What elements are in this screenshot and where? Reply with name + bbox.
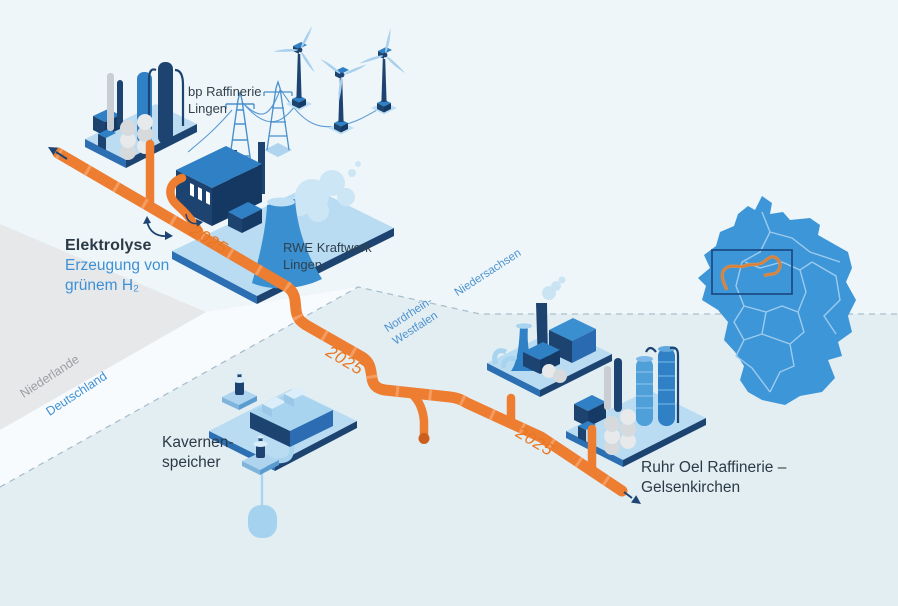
- wind-turbine: [359, 28, 406, 115]
- cooling-tower: [252, 197, 322, 289]
- ruhr-refinery-label: Ruhr Oel Raffinerie – Gelsenkirchen: [641, 459, 787, 496]
- netherlands-wedge: [0, 224, 206, 430]
- wellhead: [222, 371, 257, 410]
- ribbed-column: [636, 356, 653, 426]
- h2-pipeline: [48, 139, 641, 504]
- pipeline-trunk: [52, 147, 628, 497]
- end-arrow-head: [631, 495, 641, 504]
- chimney: [604, 366, 611, 410]
- cavern-storage-illustration: [209, 371, 357, 538]
- end-arrow-line: [623, 491, 633, 499]
- compressor-building: [250, 387, 333, 447]
- smoke-cloud: [542, 276, 566, 300]
- transmission-pylon: [263, 79, 293, 157]
- ribbed-column: [658, 346, 675, 426]
- chimney: [117, 80, 123, 128]
- rwe-plant-label: RWE Kraftwerk Lingen: [283, 240, 372, 272]
- underground-cavern: [248, 505, 277, 538]
- chimney: [614, 358, 622, 412]
- bp-refinery-label: bp Raffinerie Lingen: [188, 84, 262, 116]
- turbine-blades: [273, 25, 315, 73]
- flow-arrows: [48, 147, 641, 504]
- distillation-column: [158, 62, 173, 144]
- storage-tanks: [604, 409, 636, 455]
- map-highlight-rectangle: [711, 249, 793, 295]
- ruhr-oel-refinery-illustration: [566, 346, 706, 467]
- wind-turbine: [273, 25, 315, 111]
- map-network-lines: [733, 211, 841, 393]
- map-pipeline-route: [720, 255, 782, 291]
- rwe-power-plant-illustration: [172, 142, 394, 304]
- start-arrow-head: [48, 147, 58, 156]
- chimney: [107, 73, 114, 131]
- electrolysis-subtitle: Erzeugung von grünem H₂: [65, 257, 170, 294]
- germany-map: [698, 196, 856, 405]
- cavern-storage-label: Kavernen- speicher: [162, 434, 234, 471]
- pipeline-branch-electrolyser: [166, 173, 204, 236]
- turbine-blades: [320, 58, 367, 102]
- wellhead: [242, 435, 279, 475]
- wind-turbine: [320, 58, 367, 135]
- plant-pipes: [492, 348, 518, 369]
- pipeline-stub-cap: [418, 433, 430, 444]
- start-arrow-line: [55, 151, 68, 160]
- electrolysis-title: Elektrolyse: [65, 237, 152, 254]
- gelsenkirchen-plant-illustration: [487, 276, 612, 397]
- turbine-blades: [359, 28, 406, 73]
